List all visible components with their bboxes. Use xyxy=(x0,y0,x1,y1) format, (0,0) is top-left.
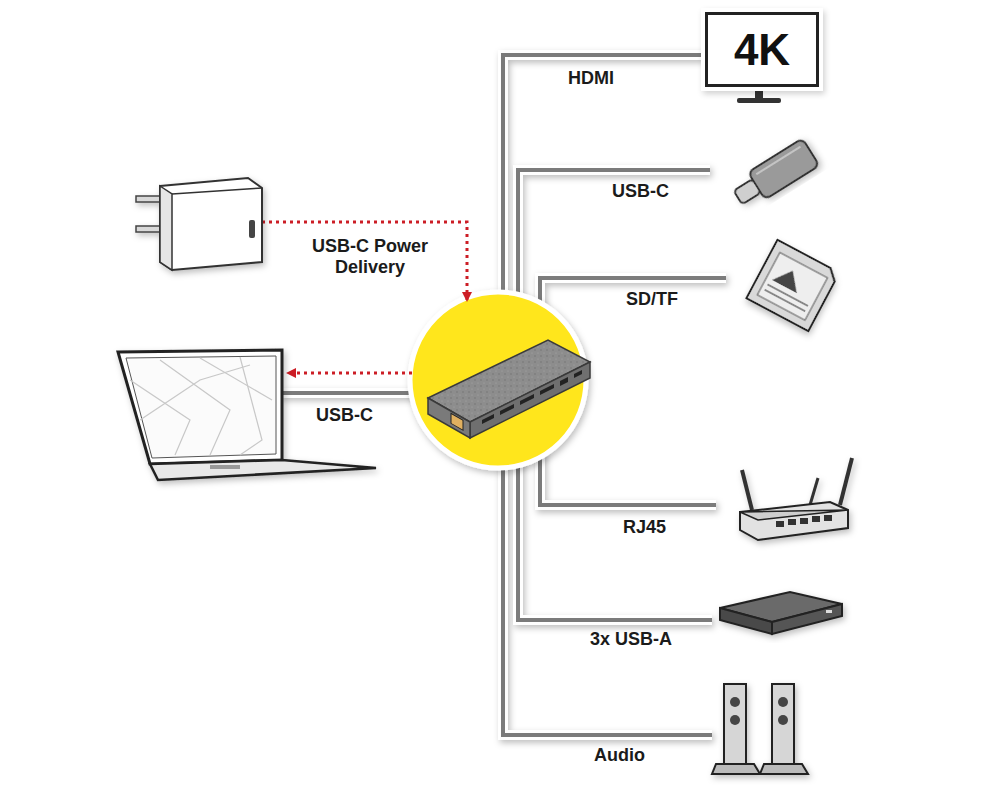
speakers xyxy=(712,684,808,774)
port-label: USB-C xyxy=(612,181,732,202)
usb-stick xyxy=(729,138,819,211)
port-label: HDMI xyxy=(568,68,688,89)
power-adapter xyxy=(136,178,262,270)
hub-badge xyxy=(410,292,590,468)
external-drive xyxy=(720,592,842,634)
power-flow-arrows xyxy=(262,222,467,373)
sd-card xyxy=(746,240,839,331)
port-label: SD/TF xyxy=(626,289,746,310)
port-label: USB-C xyxy=(316,405,436,426)
monitor-stand xyxy=(737,86,781,103)
port-label: RJ45 xyxy=(623,517,743,538)
monitor-screen: 4K xyxy=(705,12,819,87)
port-label: Audio xyxy=(594,745,714,766)
wire-tree xyxy=(280,55,726,735)
power-label: USB-C Power Delivery xyxy=(292,236,448,278)
port-label: 3x USB-A xyxy=(590,629,720,650)
router xyxy=(740,458,852,540)
resolution-text: 4K xyxy=(734,25,790,75)
